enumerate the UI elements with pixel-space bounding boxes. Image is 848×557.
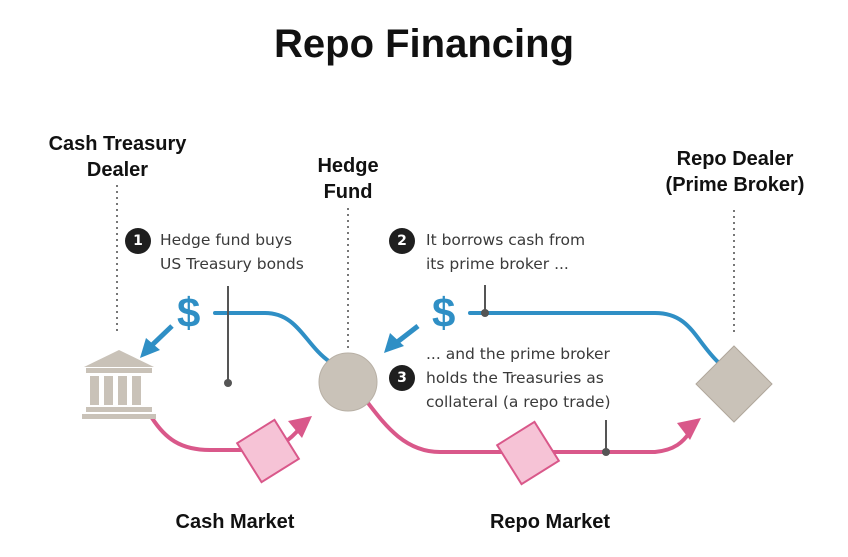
step-3-badge: 3 — [389, 365, 415, 391]
cash-flow-line-right — [468, 311, 720, 364]
bond-certificate-icon — [495, 420, 561, 486]
diamond-node-icon — [695, 345, 773, 423]
cash-arrow-to-fund — [384, 324, 420, 353]
bond-flow-line-cash-market — [150, 416, 302, 452]
hedge-fund-label-line1: Hedge — [317, 155, 379, 177]
hedge-fund-label: Hedge Fund — [290, 153, 406, 205]
step-3-text: ... and the prime broker holds the Treas… — [426, 342, 611, 414]
cash-dealer-label: Cash Treasury Dealer — [20, 131, 215, 183]
bond-arrow-repo-market — [677, 418, 701, 440]
step-3-line1: ... and the prime broker — [426, 345, 610, 363]
cash-dealer-label-line1: Cash Treasury — [48, 133, 187, 155]
bond-arrow-cash-market — [288, 416, 312, 438]
hedge-fund-label-line2: Fund — [323, 181, 373, 203]
leader-line-step3 — [602, 420, 610, 456]
dollar-icon: $ — [177, 289, 201, 336]
step-3-line2: holds the Treasuries as — [426, 369, 604, 387]
step-2-badge: 2 — [389, 228, 415, 254]
circle-node-icon — [318, 352, 378, 412]
step-1-badge: 1 — [125, 228, 151, 254]
step-2-text: It borrows cash from its prime broker ..… — [426, 228, 585, 276]
step-2-line1: It borrows cash from — [426, 231, 586, 249]
step-3-line3: collateral (a repo trade) — [426, 393, 611, 411]
step-2-line2: its prime broker ... — [426, 255, 569, 273]
bond-certificate-icon — [235, 418, 301, 484]
cash-dealer-label-line2: Dealer — [86, 159, 149, 181]
step-1-line2: US Treasury bonds — [160, 255, 304, 273]
repo-market-label: Repo Market — [489, 511, 611, 533]
repo-dealer-label-line2: (Prime Broker) — [665, 174, 805, 196]
step-1-text: Hedge fund buys US Treasury bonds — [160, 228, 304, 276]
cash-market-label: Cash Market — [175, 511, 295, 533]
step-1-line1: Hedge fund buys — [160, 231, 293, 249]
cash-arrow-to-dealer — [140, 324, 174, 358]
leader-line-step2 — [481, 285, 489, 317]
diagram-title: Repo Financing — [274, 22, 574, 66]
cash-flow-line-left — [213, 311, 332, 364]
repo-dealer-label: Repo Dealer (Prime Broker) — [640, 146, 830, 198]
bond-flow-line-repo-market — [366, 401, 692, 454]
repo-dealer-label-line1: Repo Dealer — [676, 148, 794, 170]
dollar-icon: $ — [432, 289, 456, 336]
leader-line-step1 — [224, 286, 232, 387]
bank-building-icon — [82, 350, 156, 419]
